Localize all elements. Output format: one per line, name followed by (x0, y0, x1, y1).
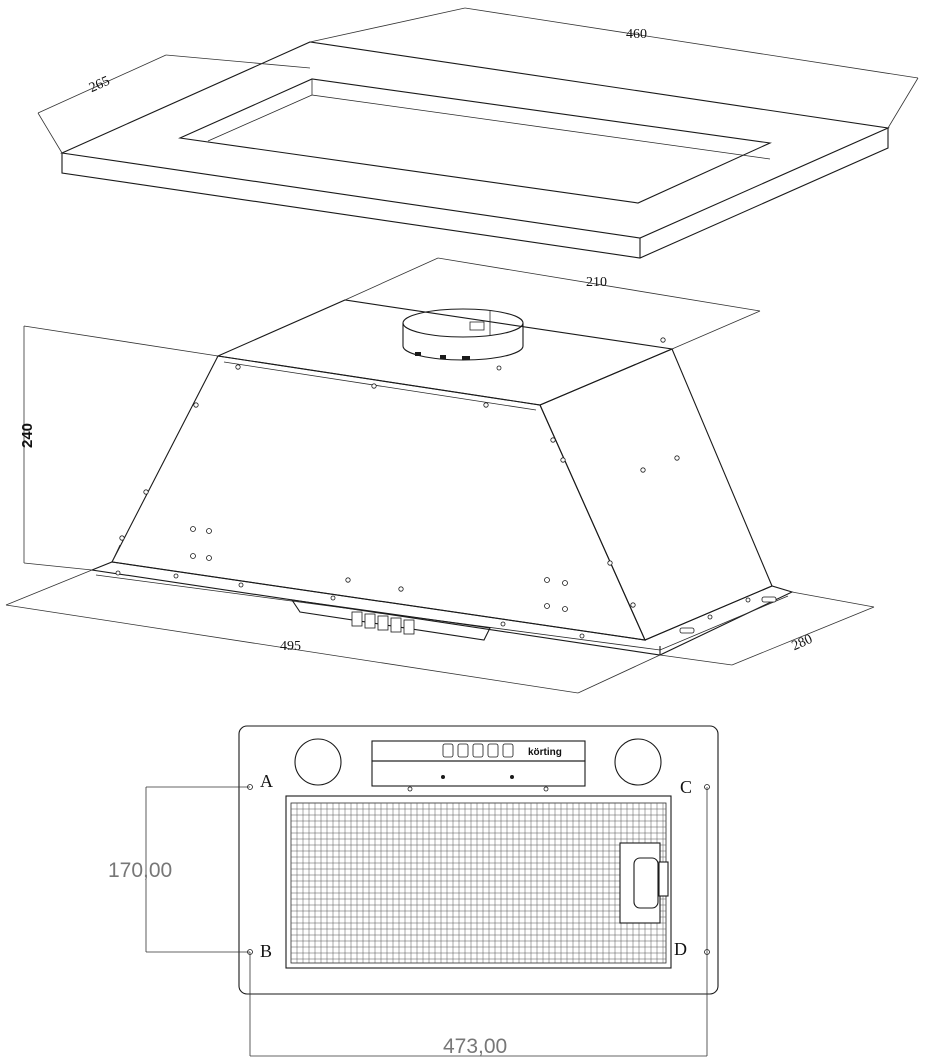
dim-label-210: 210 (586, 275, 607, 290)
point-label-d: D (674, 939, 687, 959)
point-label-b: B (260, 941, 272, 961)
light-left-icon (294, 738, 342, 786)
dim-label-170: 170,00 (108, 859, 172, 882)
bottom-view: körting A B C D (238, 725, 719, 995)
light-right-icon (614, 738, 662, 786)
dim-label-240: 240 (19, 423, 36, 448)
dimension-460: 460 (309, 7, 919, 129)
hood-holes (115, 337, 751, 639)
dim-label-265: 265 (87, 74, 112, 96)
dim-label-495: 495 (280, 639, 301, 654)
point-label-c: C (680, 777, 692, 797)
control-buttons (351, 611, 415, 635)
dimension-495: 495 (5, 569, 661, 694)
dimension-265: 265 (37, 54, 311, 154)
dim-label-460: 460 (626, 27, 647, 42)
point-label-a: A (260, 771, 273, 791)
brand-logo: körting (528, 747, 562, 758)
dimension-240: 240 (19, 325, 219, 571)
dim-label-280: 280 (790, 632, 815, 654)
dimension-210: 210 (344, 257, 761, 350)
control-panel: körting (371, 740, 586, 792)
mounting-frame (60, 41, 890, 259)
hood-body (89, 299, 794, 656)
dimension-170: 170,00 (108, 786, 250, 953)
grease-filter (285, 795, 672, 969)
exhaust-collar (402, 308, 524, 361)
dimension-473: 473,00 (249, 787, 708, 1058)
dim-label-473: 473,00 (443, 1035, 507, 1058)
